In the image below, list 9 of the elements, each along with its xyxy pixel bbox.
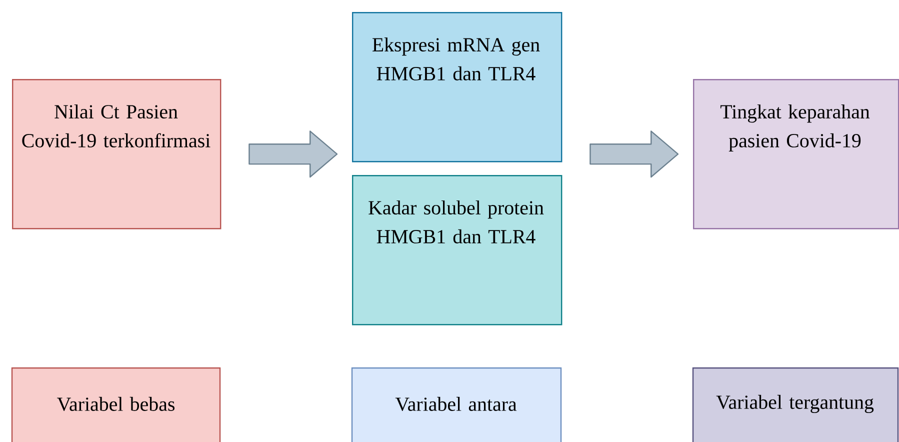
process-box: Tingkat keparahan pasien Covid-19 [693,79,899,230]
legend-box: Variabel antara [351,367,562,442]
process-box: Ekspresi mRNA gen HMGB1 dan TLR4 [352,12,562,162]
legend-box: Variabel tergantung [692,367,899,442]
legend-box: Variabel bebas [11,367,221,442]
block-arrow [248,130,338,178]
process-box: Kadar solubel protein HMGB1 dan TLR4 [352,175,562,326]
process-box: Nilai Ct Pasien Covid-19 terkonfirmasi [12,79,222,230]
block-arrow [590,130,679,178]
